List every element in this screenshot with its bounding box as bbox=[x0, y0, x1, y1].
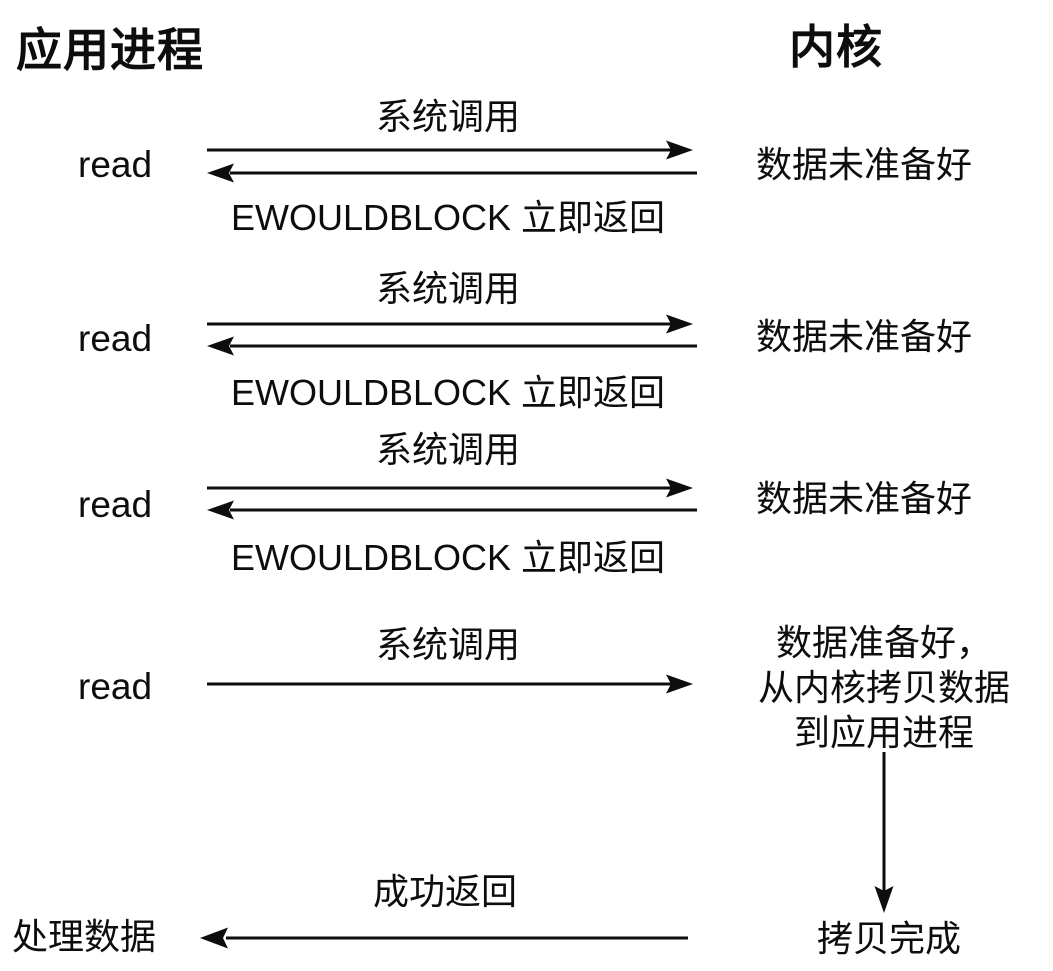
ewouldblock-return-arrow-r2 bbox=[207, 336, 697, 356]
ewouldblock-return-arrow-r3 bbox=[207, 500, 697, 520]
kernel-data-ready-line2: 从内核拷贝数据 bbox=[757, 667, 1011, 708]
syscall-label-r1: 系统调用 bbox=[375, 96, 521, 137]
syscall-arrow-r2 bbox=[207, 314, 693, 334]
process-data-label: 处理数据 bbox=[12, 916, 157, 957]
kernel-status-r1: 数据未准备好 bbox=[756, 144, 973, 185]
syscall-arrow-r1 bbox=[207, 140, 693, 160]
syscall-label-r3: 系统调用 bbox=[375, 429, 521, 470]
syscall-label-r2: 系统调用 bbox=[375, 268, 521, 309]
read-label-r3: read bbox=[78, 484, 153, 525]
read-label-final: read bbox=[78, 666, 153, 707]
syscall-arrow-r3 bbox=[207, 478, 693, 498]
read-label-r2: read bbox=[78, 318, 153, 359]
kernel-header: 内核 bbox=[789, 21, 883, 73]
syscall-arrow-final bbox=[207, 674, 693, 694]
kernel-data-ready-line1: 数据准备好， bbox=[775, 622, 993, 663]
kernel-data-ready-line3: 到应用进程 bbox=[793, 712, 975, 753]
kernel-data-ready-text: 数据准备好， 从内核拷贝数据 到应用进程 bbox=[758, 620, 1010, 755]
syscall-label-final: 系统调用 bbox=[375, 624, 521, 665]
read-label-r1: read bbox=[78, 144, 153, 185]
app-process-header: 应用进程 bbox=[16, 24, 204, 76]
kernel-status-r2: 数据未准备好 bbox=[756, 316, 973, 357]
kernel-status-r3: 数据未准备好 bbox=[756, 478, 973, 519]
copy-progress-arrow bbox=[874, 752, 894, 913]
ewouldblock-return-arrow-r1 bbox=[207, 163, 697, 183]
copy-done-label: 拷贝完成 bbox=[816, 918, 962, 959]
success-return-label: 成功返回 bbox=[372, 871, 518, 912]
ewouldblock-label-r1: EWOULDBLOCK 立即返回 bbox=[230, 197, 666, 238]
ewouldblock-label-r2: EWOULDBLOCK 立即返回 bbox=[230, 372, 666, 413]
success-return-arrow bbox=[200, 927, 688, 949]
ewouldblock-label-r3: EWOULDBLOCK 立即返回 bbox=[230, 537, 666, 578]
